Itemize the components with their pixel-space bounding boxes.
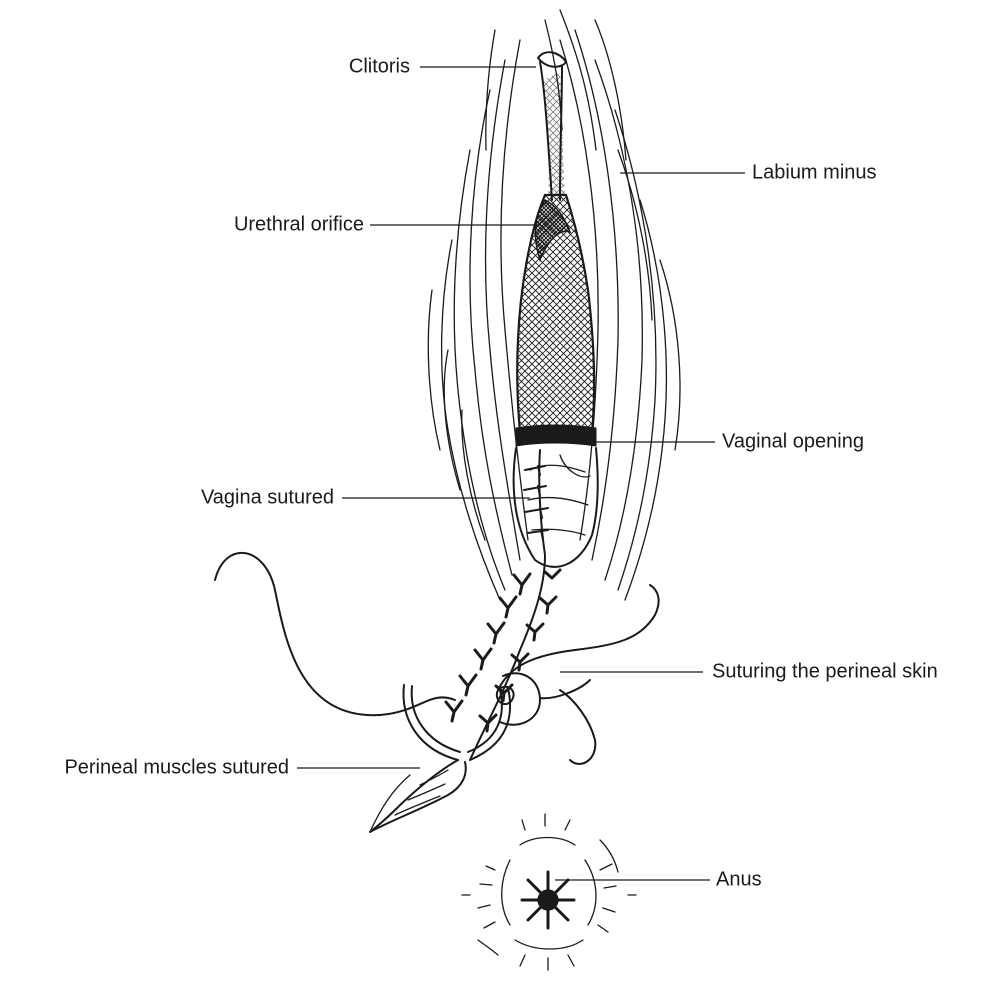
label-suturing-perineal-skin: Suturing the perineal skin <box>712 660 938 682</box>
vaginal-vestibule <box>516 195 596 446</box>
perineal-skin-sutures <box>446 570 560 731</box>
label-clitoris: Clitoris <box>349 55 410 77</box>
labels: Clitoris Labium minus Urethral orifice V… <box>64 55 937 890</box>
perineal-muscle-repair <box>370 673 595 832</box>
label-urethral-orifice: Urethral orifice <box>234 213 364 235</box>
label-perineal-muscles-sutured: Perineal muscles sutured <box>64 756 289 778</box>
vagina-sutured-pouch <box>470 448 598 760</box>
leader-lines <box>297 67 745 880</box>
suture-thread <box>215 553 659 715</box>
label-anus: Anus <box>716 868 762 890</box>
label-vaginal-opening: Vaginal opening <box>722 430 864 452</box>
label-vagina-sutured: Vagina sutured <box>201 486 334 508</box>
label-labium-minus: Labium minus <box>752 161 877 183</box>
anus-sketch <box>462 814 636 970</box>
